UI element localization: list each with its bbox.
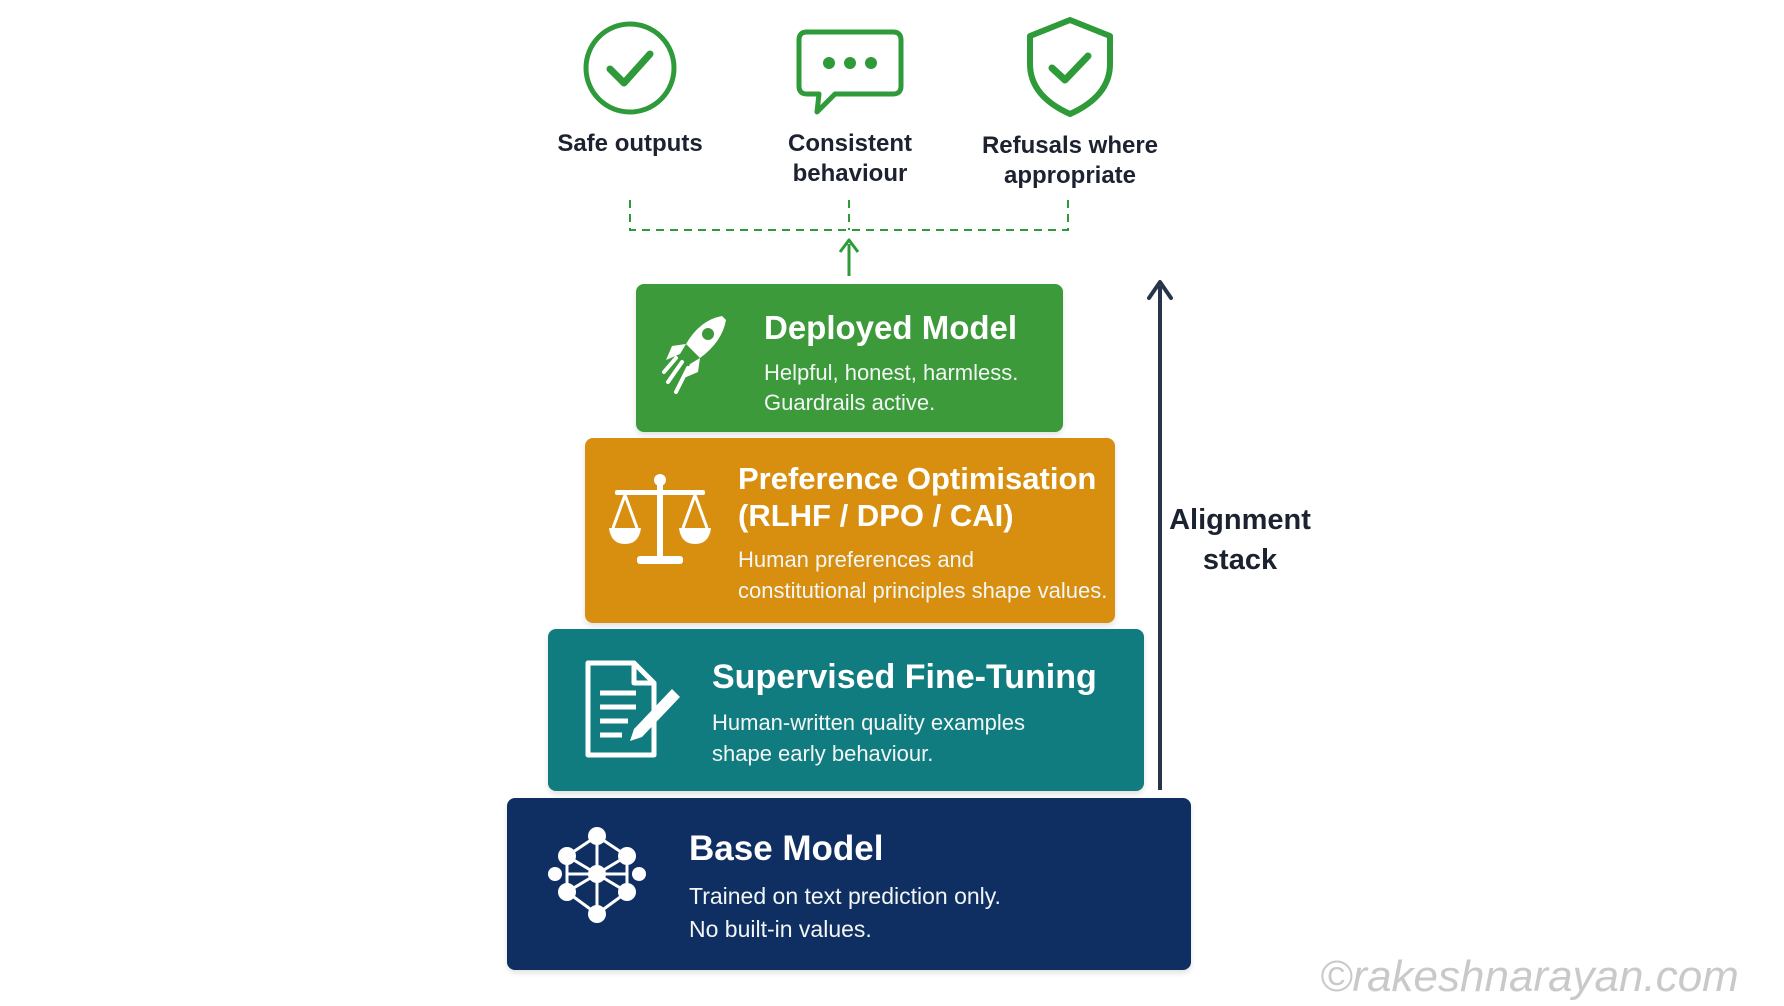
outcome-connector	[629, 200, 1069, 276]
layer-description: Human-written quality examples shape ear…	[712, 710, 1026, 766]
alignment-stack-arrow	[1147, 280, 1173, 790]
scales-icon	[609, 474, 711, 564]
layer-description: Trained on text prediction only. No buil…	[689, 883, 1001, 942]
outcome-label: Consistent behaviour	[787, 130, 912, 187]
layer-title: Supervised Fine-Tuning	[712, 658, 1097, 696]
layer-description: Helpful, honest, harmless. Guardrails ac…	[764, 360, 1019, 415]
outcome-safe-outputs: Safe outputs	[540, 20, 720, 159]
check-circle-icon	[583, 21, 677, 115]
document-pencil-icon	[585, 660, 680, 758]
outcome-label: Refusals where appropriate	[981, 132, 1159, 189]
rocket-icon	[662, 316, 726, 394]
network-icon	[548, 827, 646, 923]
layer-preference-optimisation: Preference Optimisation (RLHF / DPO / CA…	[585, 438, 1115, 623]
speech-bubble-icon	[796, 29, 904, 115]
outcome-consistent-behaviour: Consistent behaviour	[760, 28, 940, 189]
layer-deployed-model: Deployed Model Helpful, honest, harmless…	[636, 284, 1063, 432]
watermark: ©rakeshnarayan.com	[1320, 952, 1739, 1001]
shield-check-icon	[1027, 17, 1113, 117]
layer-title: Base Model	[689, 829, 884, 868]
layer-base-model: Base Model Trained on text prediction on…	[507, 798, 1191, 970]
layer-description: Human preferences and constitutional pri…	[738, 547, 1108, 603]
outcome-refusals: Refusals where appropriate	[960, 16, 1180, 191]
layer-supervised-fine-tuning: Supervised Fine-Tuning Human-written qua…	[548, 629, 1144, 791]
outcome-label: Safe outputs	[557, 130, 703, 157]
layer-title: Deployed Model	[764, 309, 1018, 346]
alignment-stack-label: Alignment stack	[1169, 504, 1311, 576]
layer-title: Preference Optimisation (RLHF / DPO / CA…	[738, 461, 1097, 533]
